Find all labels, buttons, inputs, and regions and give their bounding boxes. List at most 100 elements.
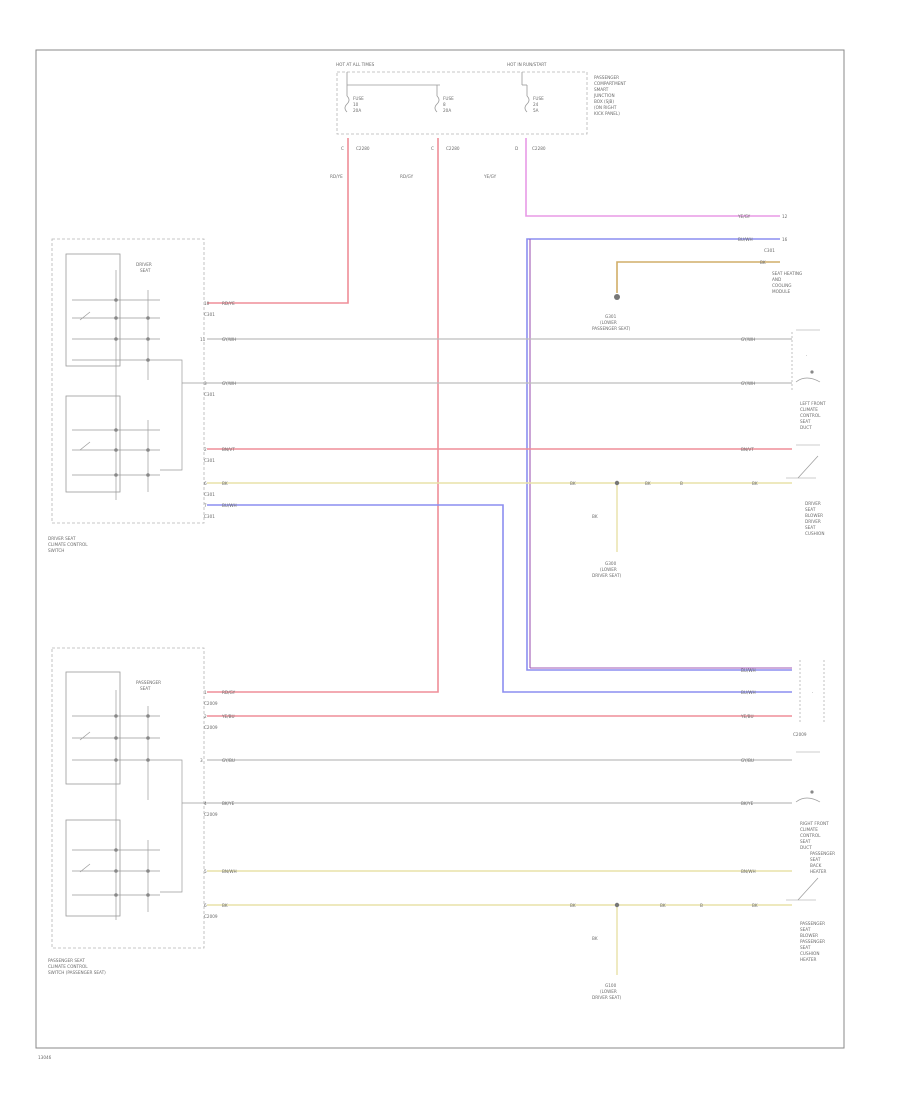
seat-module-line-3: COOLING xyxy=(772,283,791,288)
lower-wire-6-right: BK xyxy=(752,903,758,908)
upper-wire-1-pin: 10 xyxy=(204,301,210,306)
driver-switch-label-3: SWITCH xyxy=(48,548,64,553)
upper-wire-4-right: BN/VT xyxy=(741,447,754,452)
fuse-2: FUSE 8 20A xyxy=(434,85,454,113)
lower-wire-4-right: BK/YE xyxy=(741,801,754,806)
passenger-switch-link xyxy=(160,759,183,893)
ground-g300: BK G300 (LOWER DRIVER SEAT) xyxy=(592,480,622,578)
pass-cushion-line-2: SEAT xyxy=(800,945,811,950)
fuse-panel-top-label-1: HOT AT ALL TIMES xyxy=(336,62,375,67)
lower-wire-6-conn: C2009 xyxy=(204,914,218,919)
pass-cushion-line-3: CUSHION xyxy=(800,951,819,956)
upper-wire-3-label: GY/WH xyxy=(222,381,236,386)
right-tag-2: BU/WH xyxy=(738,237,753,242)
passenger-switch-label-1: PASSENGER SEAT xyxy=(48,958,85,963)
seat-module-tag: C301 xyxy=(764,248,775,253)
wire-blue-driver-pin7 xyxy=(207,504,792,693)
lower-wire-3-right: GY/BU xyxy=(741,758,754,763)
lower-wire-6-label: BK xyxy=(222,903,228,908)
upper-wire-labels: 10 RD/YE C301 11 GY/WH GY/WH 3 GY/WH C30… xyxy=(200,301,758,519)
driver-cushion-line-2: SEAT xyxy=(805,525,816,530)
ground-g100-line-1: G100 xyxy=(605,983,617,988)
fuse-1-name: FUSE xyxy=(353,96,364,101)
pass-blower-line-3: BLOWER xyxy=(800,933,818,938)
fuse-1-rating: 20A xyxy=(353,108,361,113)
passenger-switch-label-3: SWITCH (PASSENGER SEAT) xyxy=(48,970,106,975)
upper-wire-5-pin: 6 xyxy=(204,481,207,486)
fuse-panel-top-label-2: HOT IN RUN/START xyxy=(507,62,547,67)
fuse-conn-3: C2280 xyxy=(532,146,546,151)
upper-wire-3-pin: 3 xyxy=(204,381,207,386)
upper-wire-2-pin: 11 xyxy=(200,337,206,342)
fuse-1-number: 10 xyxy=(353,102,359,107)
driver-switch-box xyxy=(51,238,205,524)
lower-right-tag-2: BU/WH xyxy=(741,690,756,695)
pass-blower-line-2: SEAT xyxy=(800,927,811,932)
wire-red-fuse8 xyxy=(207,138,439,693)
fuse-3-rating: 5A xyxy=(533,108,539,113)
upper-wire-6-pin: 7 xyxy=(204,503,207,508)
upper-wire-5-right: BK xyxy=(752,481,758,486)
pass-cushion-line-4: HEATER xyxy=(800,957,817,962)
fuse-1: FUSE 10 20A xyxy=(344,85,364,113)
splice-lower xyxy=(614,902,620,908)
lower-wire-6-mid-c: B xyxy=(700,903,703,908)
back-heater-dots: · xyxy=(806,353,807,358)
sjb-label-line-5: BOX (SJB) xyxy=(594,99,614,104)
sjb-label-line-6: (ON RIGHT xyxy=(594,105,617,110)
pass-back-line-2: SEAT xyxy=(810,857,821,862)
ground-g301-line-1: G301 xyxy=(605,314,617,319)
fuse-panel-side-label: PASSENGER COMPARTMENT SMART JUNCTION BOX… xyxy=(593,75,627,116)
pass-cushion-line-1: PASSENGER xyxy=(800,939,825,944)
passenger-switch-label-2: CLIMATE CONTROL xyxy=(48,964,88,969)
lower-wire-6-mid-a: BK xyxy=(570,903,576,908)
upper-wire-3-right: GY/WH xyxy=(741,381,755,386)
duct-dot-upper xyxy=(810,370,814,374)
sjb-label-line-4: JUNCTION xyxy=(593,93,615,98)
upper-right-components: · LEFT FRONT CLIMATE CONTROL SEAT DUCT D… xyxy=(786,329,826,536)
driver-switch-label-1: DRIVER SEAT xyxy=(48,536,76,541)
pass-blower-line-1: PASSENGER xyxy=(800,921,825,926)
rf-duct-line-2: CLIMATE xyxy=(800,827,818,832)
driver-switch-label-2: CLIMATE CONTROL xyxy=(48,542,88,547)
fuse-panel-box xyxy=(336,71,588,135)
ground-g100-line-3: DRIVER SEAT) xyxy=(592,995,622,1000)
seat-module-label: SEAT HEATING AND COOLING MODULE xyxy=(772,271,802,294)
driver-switch-link xyxy=(160,359,183,471)
lower-wire-6-mid-b: BK xyxy=(660,903,666,908)
fuse-pin-1: C xyxy=(341,146,344,151)
driver-blower-line-1: DRIVER xyxy=(805,501,821,506)
lower-wire-2-right: YE/BU xyxy=(740,714,754,719)
fuse-conn-2: C2280 xyxy=(446,146,460,151)
lower-wire-3-pin: 3 xyxy=(200,758,203,763)
blower-symbol-upper xyxy=(797,455,819,479)
ground-g300-line-3: DRIVER SEAT) xyxy=(592,573,622,578)
pass-back-line-1: PASSENGER xyxy=(810,851,835,856)
fuse-3-number: 24 xyxy=(533,102,539,107)
upper-wire-4-pin: 2 xyxy=(204,447,207,452)
fuse-2-number: 8 xyxy=(443,102,446,107)
rf-duct-line-4: SEAT xyxy=(800,839,811,844)
lower-right-tags: BU/WH BU/WH · C2009 xyxy=(741,660,825,737)
lower-right-components: RIGHT FRONT CLIMATE CONTROL SEAT DUCT PA… xyxy=(786,751,835,962)
upper-wire-5-conn: C301 xyxy=(204,492,215,497)
rf-duct-line-1: RIGHT FRONT xyxy=(800,821,829,826)
wire-magenta-fuse24 xyxy=(525,138,780,217)
driver-switch-cushion-block xyxy=(65,395,121,493)
lower-wire-4-label: BK/YE xyxy=(222,801,235,806)
upper-wire-3-conn: C301 xyxy=(204,392,215,397)
ground-g300-line-1: G300 xyxy=(605,561,617,566)
fuse-wire-label-2: RD/GY xyxy=(400,174,414,179)
wire-tan-ground xyxy=(616,261,780,293)
driver-blower-line-3: BLOWER xyxy=(805,513,823,518)
upper-wire-4-label: BN/VT xyxy=(222,447,235,452)
fuse-pin-2: C xyxy=(431,146,434,151)
rf-duct-line-3: CONTROL xyxy=(800,833,821,838)
passenger-switch-back-block xyxy=(65,671,121,785)
wire-blue-upper-feed xyxy=(526,238,792,671)
fuse-wire-label-1: RD/YE xyxy=(330,174,343,179)
lower-right-component: C2009 xyxy=(793,732,807,737)
upper-wire-6-label: BU/WH xyxy=(222,503,237,508)
driver-inner-2: SEAT xyxy=(140,268,151,273)
duct-dot-lower xyxy=(810,790,814,794)
